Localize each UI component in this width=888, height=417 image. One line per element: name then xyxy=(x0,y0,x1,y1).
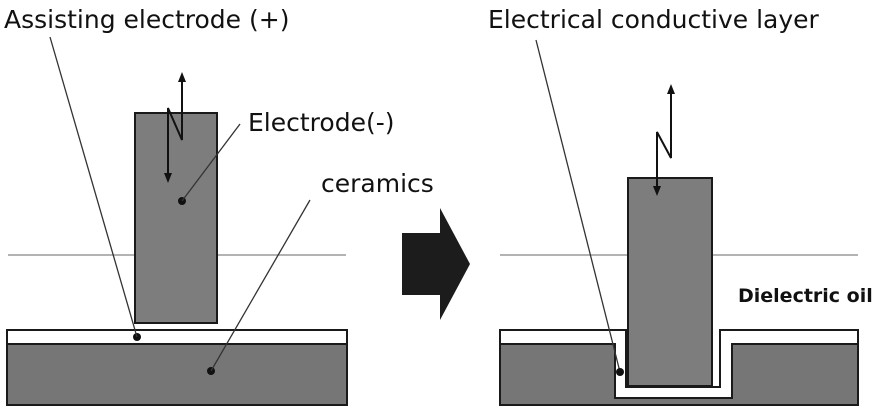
left-zigzag-arrowhead-down xyxy=(164,173,172,183)
electrode-label: Electrode(-) xyxy=(248,108,394,137)
right-current-zigzag-arrow xyxy=(656,92,672,190)
left-zigzag-arrowhead-up xyxy=(178,72,186,82)
left-ceramic-block xyxy=(6,343,348,406)
assisting-electrode-label: Assisting electrode (+) xyxy=(4,5,289,34)
dielectric-oil-label: Dielectric oil xyxy=(738,285,873,307)
left-panel: Assisting electrode (+) Electrode(-) cer… xyxy=(4,5,434,406)
left-current-zigzag-arrow xyxy=(167,80,183,178)
left-assisting-leader xyxy=(49,36,138,338)
right-zigzag-arrowhead-up xyxy=(667,84,675,94)
left-electrode xyxy=(134,112,218,324)
process-arrow-icon xyxy=(402,208,470,320)
left-electrode-leader xyxy=(181,123,241,202)
left-ceramic-leader xyxy=(210,199,311,372)
left-assisting-layer xyxy=(6,329,348,345)
right-panel: Electrical conductive layer Dielectric o… xyxy=(488,5,873,406)
right-conductive-leader xyxy=(535,39,621,373)
conductive-layer-label: Electrical conductive layer xyxy=(488,5,820,34)
ceramics-label: ceramics xyxy=(321,169,434,198)
right-conductive-layer xyxy=(499,329,859,399)
right-electrode xyxy=(627,177,713,387)
right-conductive-dot xyxy=(616,368,624,376)
right-zigzag-arrowhead-down xyxy=(653,186,661,196)
